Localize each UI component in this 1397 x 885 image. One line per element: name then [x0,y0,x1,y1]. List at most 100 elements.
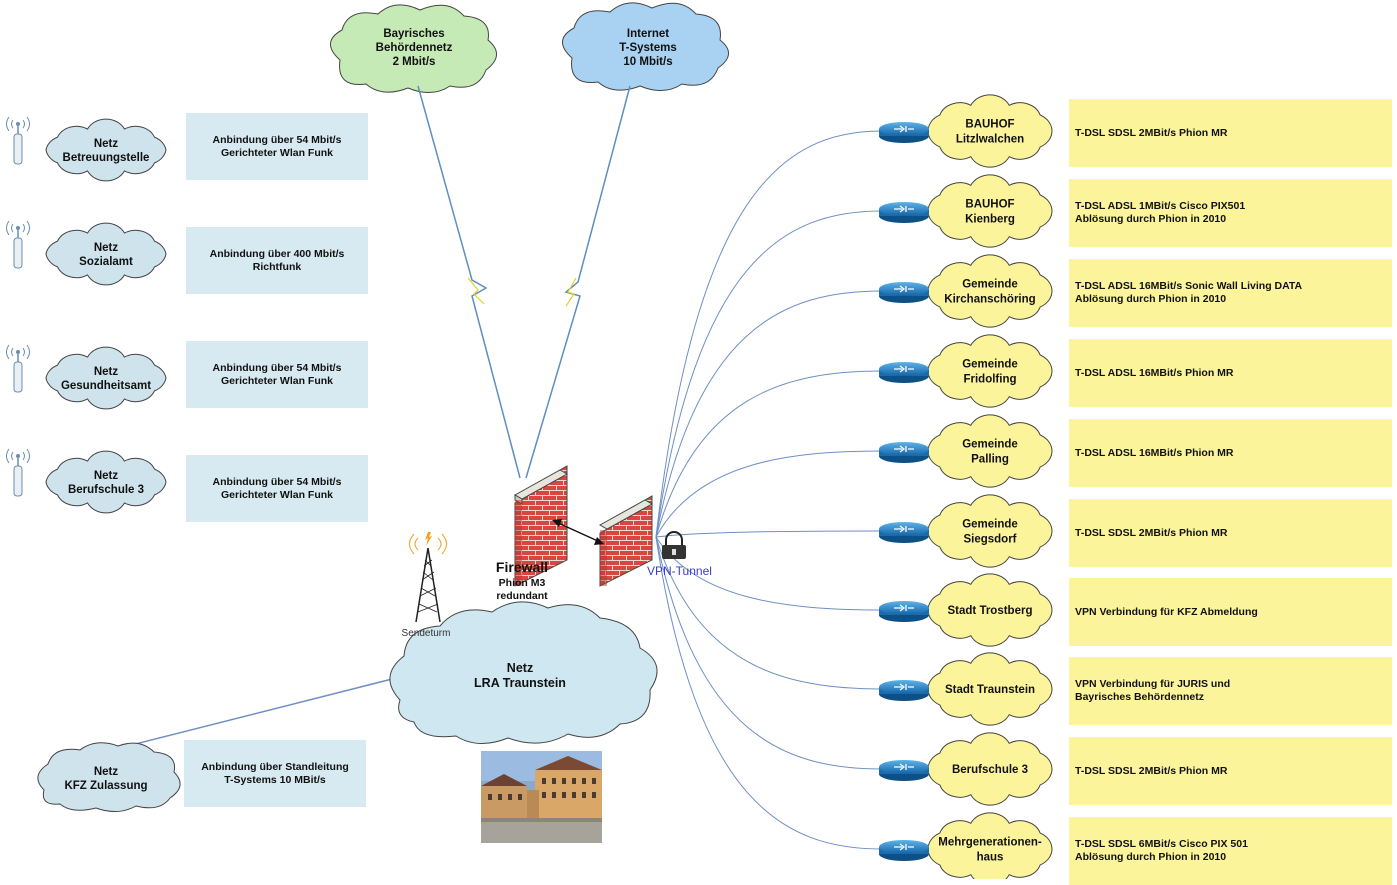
cloud-label-line: Internet [627,28,669,40]
cloud-shape [45,222,167,286]
cloud-branch: Berufschule 3 [927,732,1053,806]
cloud-label-line: Netz [94,366,119,378]
cloud-label-line: Berufschule 3 [952,764,1028,776]
cloud-label-line: 2 Mbit/s [393,56,436,68]
branch-info-box: T-DSL SDSL 2MBit/s Phion MR [1069,499,1392,567]
cloud-shape [330,4,497,93]
kfz-link-info-box: Anbindung über Standleitung T-Systems 10… [184,740,366,807]
cloud-label-line: KFZ Zulassung [64,780,147,792]
cloud-shape [389,601,658,744]
cloud-label-line: Gemeinde [962,359,1018,371]
vpn-link-line [655,536,883,850]
cloud-label-line: T-Systems [619,42,677,54]
lightning-link-behoerdennetz [417,85,521,479]
cloud-label-line: Fridolfing [963,374,1016,386]
cloud-label-line: Mehrgenerationen- [938,837,1042,849]
vpn-link-line [655,536,883,690]
branch-info-line: T-DSL SDSL 2MBit/s Phion MR [1075,126,1228,139]
link-info-line: T-Systems 10 MBit/s [224,773,326,786]
router-icon [879,601,929,622]
branch-info-line: T-DSL SDSL 2MBit/s Phion MR [1075,526,1228,539]
cloud-branch: Mehrgenerationen-haus [927,812,1053,879]
link-info-box: Anbindung über 54 Mbit/s Gerichteter Wla… [186,113,368,180]
vpn-link-line [655,210,883,538]
link-info-box: Anbindung über 54 Mbit/s Gerichteter Wla… [186,341,368,408]
branch-info-box: VPN Verbindung für KFZ Abmeldung [1069,578,1392,646]
link-info-line: Anbindung über 400 Mbit/s [209,247,345,260]
cloud-label-line: Gesundheitsamt [61,380,151,392]
link-info-box: Anbindung über 400 Mbit/s Richtfunk [186,227,368,294]
branch-info-line: VPN Verbindung für JURIS und [1075,678,1231,690]
branch-info-line: T-DSL ADSL 16MBit/s Phion MR [1075,446,1234,459]
link-info-line: Gerichteter Wlan Funk [220,488,334,501]
cloud-label-line: Betreuungstelle [63,152,150,164]
cloud-label-line: Netz [94,766,119,778]
cloud-label-line: Stadt Traunstein [945,684,1035,696]
link-info-line: Anbindung über 54 Mbit/s [212,475,342,488]
cloud-branch: Stadt Trostberg [927,573,1053,647]
cloud-label-line: Netz [94,470,119,482]
link-info-box: Anbindung über 54 Mbit/s Gerichteter Wla… [186,455,368,522]
link-info-line: Gerichteter Wlan Funk [220,146,334,159]
cloud-label-line: BAUHOF [965,119,1014,131]
cloud-shape [45,118,167,182]
branch-info-box: T-DSL SDSL 2MBit/s Phion MR [1069,99,1392,167]
link-info-line: Anbindung über 54 Mbit/s [212,133,342,146]
cloud-branch: BAUHOF Kienberg [927,174,1053,248]
cloud-label-line: Berufschule 3 [68,484,144,496]
branch-info-box: T-DSL ADSL 16MBit/s Phion MR [1069,339,1392,407]
branch-info-box: T-DSL ADSL 16MBit/s Sonic Wall Living DA… [1069,259,1392,327]
cloud-label-line: Palling [971,454,1009,466]
kfz-link-line [99,677,397,754]
router-icon [879,122,929,143]
branch-info-line: T-DSL ADSL 16MBit/s Phion MR [1075,366,1234,379]
branch-info-line: Bayrisches Behördennetz [1075,691,1204,703]
connection-lines [99,130,883,850]
cloud-shape [927,254,1053,328]
branch-info-line: T-DSL SDSL 2MBit/s Phion MR [1075,764,1228,777]
lock-icon [662,531,686,559]
cloud-label-line: BAUHOF [965,199,1014,211]
vpn-link-line [655,450,883,538]
cloud-shape [927,414,1053,488]
vpn-link-line [655,536,883,770]
link-info-line: Richtfunk [252,260,302,273]
cloud-shape [927,174,1053,248]
link-info-line: Anbindung über Standleitung [201,760,349,773]
cloud-label-line: Behördennetz [376,42,453,54]
cloud-label-line: Siegsdorf [963,534,1016,546]
vpn-link-line [655,130,883,538]
branch-info-line: Ablösung durch Phion in 2010 [1075,213,1227,225]
firewall-sync-arrow-icon [552,519,604,545]
cloud-label-line: Gemeinde [962,439,1018,451]
branch-info-box: T-DSL ADSL 16MBit/s Phion MR [1069,419,1392,487]
lightning-link-internet [525,85,631,479]
link-info-line: Anbindung über 54 Mbit/s [212,361,342,374]
router-icon [879,362,929,383]
cloud-label-line: Kienberg [965,214,1015,226]
firewall-primary-icon [513,465,569,587]
cloud-internet-tsystems: Internet T-Systems 10 Mbit/s [562,2,729,91]
branch-info-line: T-DSL ADSL 1MBit/s Cisco PIX501 [1075,200,1246,212]
cloud-shape [45,346,167,410]
cloud-label-line: Netz [507,661,533,675]
wifi-antenna-icon [6,448,30,497]
vpn-link-line [655,530,883,538]
cloud-lra-traunstein: Netz LRA Traunstein [389,601,658,744]
router-icon [879,680,929,701]
building-photo [481,751,602,843]
link-info-line: Gerichteter Wlan Funk [220,374,334,387]
cloud-label-line: LRA Traunstein [474,676,566,690]
cloud-label-line: Sozialamt [79,256,133,268]
cloud-label-line: haus [977,852,1004,864]
vpn-tunnel-label: VPN-Tunnel [647,564,712,578]
cloud-branch: Stadt Traunstein [927,652,1053,726]
cloud-label-line: Litzlwalchen [956,134,1024,146]
